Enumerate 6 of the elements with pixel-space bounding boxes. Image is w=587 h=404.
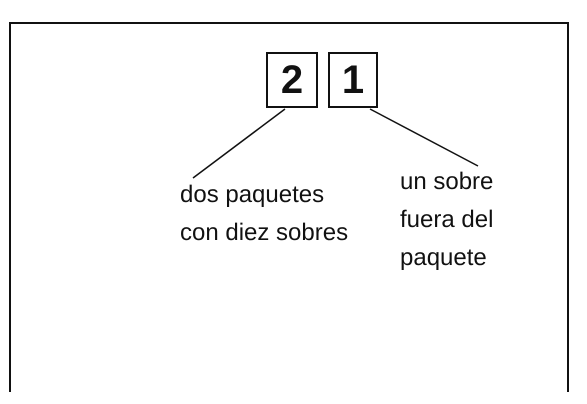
leader-line: [370, 108, 478, 167]
caption-text: un sobre fuera del paquete: [400, 163, 530, 283]
number-box: 1: [328, 52, 378, 108]
caption-text: dos paquetes con diez sobres: [180, 176, 355, 296]
leader-line: [192, 108, 286, 179]
number-box: 2: [266, 52, 318, 108]
